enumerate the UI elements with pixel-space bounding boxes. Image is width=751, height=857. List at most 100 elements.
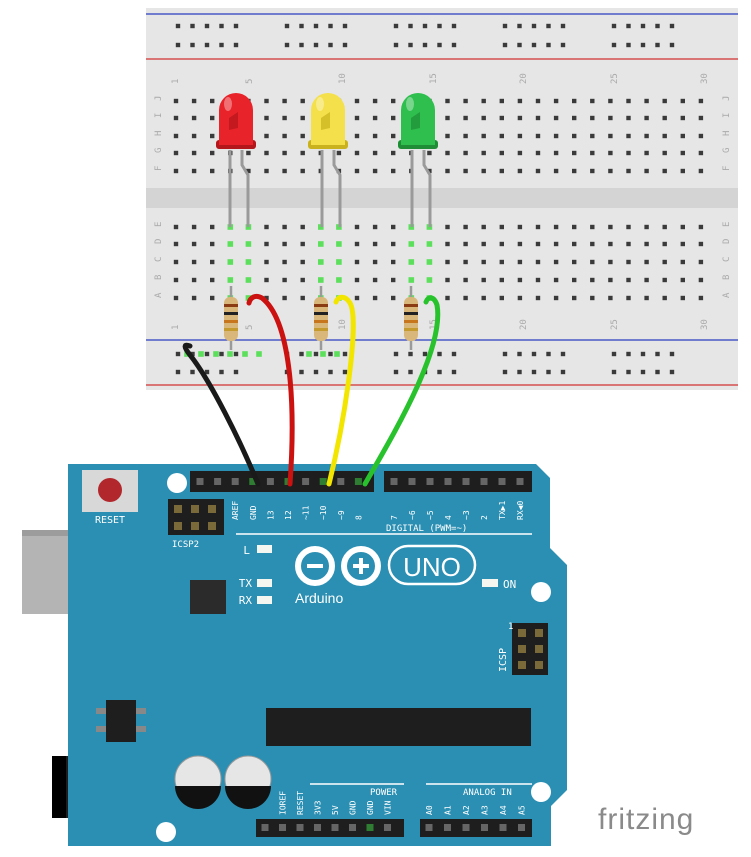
connected-hole	[408, 241, 415, 247]
green-wire[interactable]	[362, 295, 441, 487]
rail-hole	[342, 23, 348, 29]
breadboard-hole	[391, 224, 396, 230]
rail-hole	[175, 23, 181, 29]
breadboard-hole	[698, 295, 704, 301]
digital-pin-label: 2	[480, 515, 489, 520]
rail-hole	[546, 369, 551, 375]
rail-hole	[204, 42, 210, 48]
red-wire[interactable]	[246, 293, 295, 487]
breadboard-hole	[517, 133, 523, 139]
reset-button-cap[interactable]	[98, 478, 122, 502]
breadboard-hole	[173, 295, 179, 301]
capacitor-1	[174, 755, 222, 809]
rail-hole	[640, 23, 646, 29]
header-pin	[296, 824, 304, 831]
power-header	[256, 819, 404, 837]
breadboard-hole	[608, 224, 613, 230]
regulator-tab-3	[136, 708, 146, 714]
rail-hole	[640, 351, 646, 357]
yellow-led	[308, 93, 348, 227]
black-wire[interactable]	[182, 342, 261, 487]
rail-hole	[669, 42, 675, 48]
col-number-1-top: 1	[171, 79, 181, 84]
breadboard-hole	[354, 259, 360, 265]
rail-hole	[502, 351, 508, 357]
rail-hole	[517, 42, 522, 48]
led-tx-label: TX	[239, 577, 253, 590]
yellow-wire[interactable]	[326, 294, 356, 487]
breadboard-hole	[463, 295, 468, 301]
breadboard-hole	[354, 241, 360, 247]
col-number-25-bottom: 25	[610, 319, 620, 330]
logo-plus-v	[359, 558, 363, 574]
row-letter: F	[722, 166, 732, 171]
breadboard-hole	[246, 150, 251, 156]
breadboard-hole	[427, 150, 432, 156]
breadboard-hole	[626, 115, 631, 121]
rail-hole	[531, 369, 537, 375]
breadboard-hole	[572, 259, 577, 265]
resistor-band	[224, 304, 238, 307]
green-led	[398, 93, 438, 227]
breadboard-hole	[662, 259, 667, 265]
resistor-band	[314, 312, 328, 315]
row-letter: F	[154, 166, 164, 171]
led-die	[411, 112, 420, 130]
breadboard-hole	[517, 115, 523, 121]
breadboard-hole	[553, 98, 559, 104]
power-jack-front	[52, 756, 66, 818]
breadboard-hole	[662, 241, 667, 247]
breadboard-hole	[463, 259, 468, 265]
digital-pin-label: AREF	[231, 501, 240, 520]
breadboard-hole	[173, 168, 179, 174]
fritzing-watermark: fritzing	[598, 803, 694, 836]
row-letter: I	[722, 113, 732, 118]
connected-hole	[426, 277, 433, 283]
breadboard-hole	[662, 133, 667, 139]
breadboard-hole	[354, 224, 360, 230]
rail-hole	[422, 42, 428, 48]
breadboard-hole	[608, 241, 613, 247]
connected-hole	[245, 241, 252, 247]
breadboard-hole	[680, 295, 685, 301]
rail-hole	[655, 351, 660, 357]
bottom-pins	[261, 824, 525, 831]
breadboard-hole	[264, 259, 269, 265]
breadboard-hole	[463, 98, 468, 104]
breadboard-hole	[391, 150, 396, 156]
header-pin	[261, 824, 269, 831]
rail-hole	[408, 42, 413, 48]
breadboard-hole	[698, 259, 704, 265]
breadboard-hole	[191, 295, 197, 301]
capacitor-1-band	[175, 786, 221, 809]
breadboard-hole	[210, 168, 215, 174]
breadboard-hole	[644, 115, 649, 121]
breadboard-hole	[210, 133, 215, 139]
breadboard-hole	[481, 168, 486, 174]
resistor-band	[224, 320, 238, 323]
led-anode-leg	[332, 150, 342, 227]
breadboard-hole	[463, 115, 468, 121]
breadboard-hole	[644, 224, 649, 230]
breadboard-hole	[572, 295, 577, 301]
breadboard-hole	[445, 295, 450, 301]
breadboard-hole	[662, 115, 667, 121]
breadboard-hole	[354, 133, 360, 139]
rail-hole	[313, 42, 319, 48]
breadboard-hole	[553, 241, 559, 247]
rail-hole	[233, 351, 239, 357]
breadboard-hole	[427, 168, 432, 174]
breadboard-hole	[590, 115, 595, 121]
rail-hole	[313, 351, 319, 357]
breadboard-hole	[535, 259, 541, 265]
breadboard-hole	[698, 277, 704, 283]
row-letter: G	[154, 148, 164, 153]
breadboard-hole	[608, 133, 613, 139]
breadboard-hole	[282, 224, 287, 230]
digital-pin	[426, 478, 434, 485]
digital-pin-label: ~5	[426, 510, 435, 520]
row-letter: B	[722, 275, 732, 280]
rail-hole	[626, 23, 631, 29]
power-pin-label: RESET	[296, 791, 305, 815]
